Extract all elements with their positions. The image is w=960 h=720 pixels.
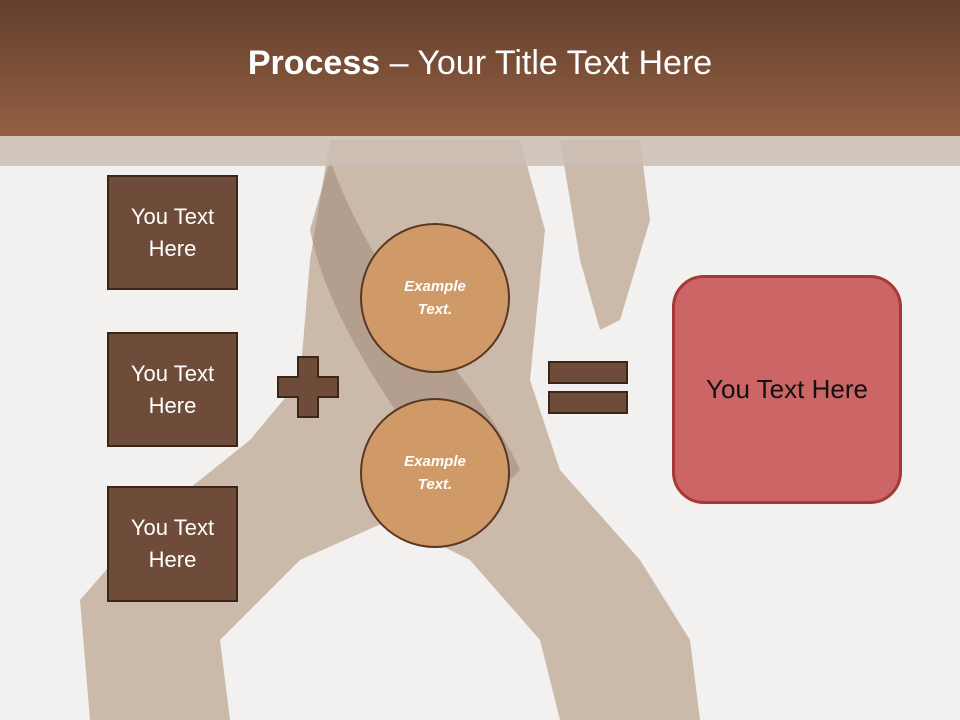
circle-1-line2: Text. [417, 301, 453, 318]
title-band [0, 136, 960, 166]
title-bar: Process – Your Title Text Here [0, 0, 960, 136]
circle-2-line1: Example [404, 453, 466, 470]
result-box[interactable]: You Text Here [672, 275, 902, 504]
title-rest: – Your Title Text Here [380, 43, 713, 82]
text-box-1-line1: You Text [130, 203, 215, 229]
title-bold: Process [247, 43, 381, 82]
text-box-2-line1: You Text [130, 360, 215, 386]
slide-title: Process – Your Title Text Here [248, 44, 712, 83]
circle-1-line1: Example [404, 278, 466, 295]
equals-icon [548, 361, 628, 414]
plus-icon [277, 356, 339, 418]
result-label: You Text Here [706, 374, 868, 404]
circle-2-line2: Text. [417, 476, 453, 493]
text-box-3-line1: You Text [130, 515, 215, 540]
text-box-3-line2: Here [148, 547, 197, 572]
text-box-2-line2: Here [148, 392, 197, 418]
text-box-1-line2: Here [148, 235, 197, 261]
